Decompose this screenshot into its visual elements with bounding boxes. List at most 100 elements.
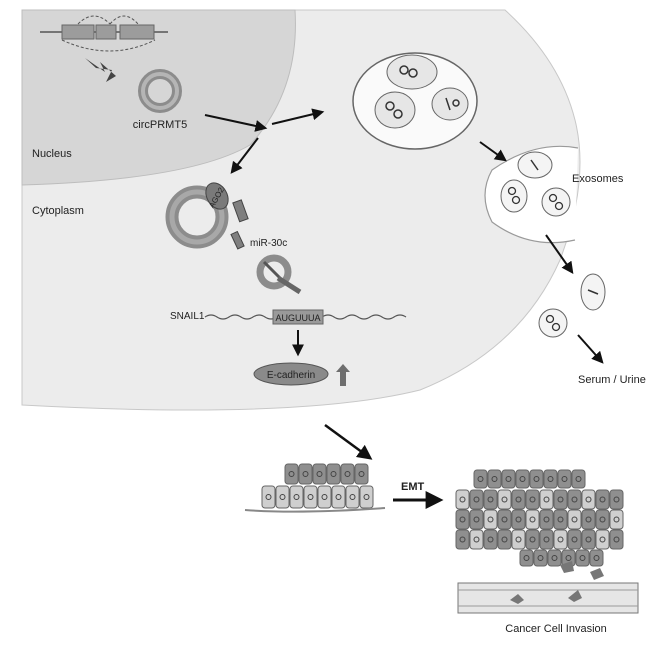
- cell-nucleus: [529, 536, 536, 543]
- tumor-cell: [609, 529, 624, 550]
- cell-nucleus: [330, 471, 337, 477]
- arrow-to-serum: [577, 334, 604, 364]
- cell-nucleus: [571, 516, 578, 523]
- cell-nucleus: [529, 496, 536, 503]
- mir-label: miR-30c: [250, 238, 287, 249]
- circ-ago2-complex: [165, 182, 249, 250]
- arrow-to-mvb: [271, 108, 325, 125]
- tumor-cell: [571, 469, 586, 489]
- up-arrow-icon: [336, 364, 350, 386]
- cell-nucleus: [547, 476, 554, 482]
- cell-nucleus: [487, 496, 494, 503]
- cell-nucleus: [575, 476, 582, 482]
- budding-notch: [484, 145, 579, 244]
- cell-nucleus: [543, 496, 550, 503]
- epithelial-cell: [340, 463, 355, 485]
- epithelial-cell: [317, 485, 332, 509]
- tumor-cell: [595, 489, 610, 510]
- tumor-cell: [455, 489, 470, 510]
- cell-nucleus: [551, 555, 558, 561]
- cell-nucleus: [459, 516, 466, 523]
- arrow-export: [204, 114, 268, 132]
- cell-nucleus: [363, 494, 370, 500]
- cell-nucleus: [491, 476, 498, 482]
- epithelial-cell: [345, 485, 360, 509]
- epithelial-cell: [354, 463, 369, 485]
- epithelial-cell: [298, 463, 313, 485]
- tumor-cell: [567, 509, 582, 530]
- arrow-to-tissue: [324, 423, 373, 460]
- cell-nucleus: [529, 516, 536, 523]
- invasive-epithelium: [455, 469, 624, 567]
- cell-nucleus: [358, 471, 365, 477]
- cell-nucleus: [288, 471, 295, 477]
- tumor-cell: [595, 509, 610, 530]
- blood-vessel: [457, 561, 639, 614]
- invading-cell: [533, 549, 548, 567]
- cell-nucleus: [579, 555, 586, 561]
- tumor-cell: [539, 509, 554, 530]
- tumor-cell: [557, 469, 572, 489]
- cell-nucleus: [519, 476, 526, 482]
- tumor-cell: [483, 509, 498, 530]
- multivesicular-body: [352, 52, 478, 150]
- arrow-to-circulation: [545, 234, 574, 274]
- cell-nucleus: [501, 496, 508, 503]
- tumor-cell: [595, 529, 610, 550]
- epithelial-cell: [331, 485, 346, 509]
- mirna-blocked-ring: [256, 254, 302, 295]
- tumor-cell: [553, 509, 568, 530]
- ecadherin-label: E-cadherin: [267, 370, 315, 381]
- tumor-cell: [581, 509, 596, 530]
- cell-nucleus: [316, 471, 323, 477]
- ecadherin-oval: [253, 362, 329, 386]
- tumor-cell: [487, 469, 502, 489]
- snail-label: SNAIL1: [170, 311, 205, 322]
- cell-nucleus: [533, 476, 540, 482]
- cell-nucleus: [585, 536, 592, 543]
- cell-nucleus: [613, 496, 620, 503]
- gene-schematic: [40, 15, 168, 52]
- tumor-cell: [501, 469, 516, 489]
- cell-nucleus: [487, 516, 494, 523]
- cell-nucleus: [501, 516, 508, 523]
- tumor-cell: [497, 489, 512, 510]
- tumor-cell: [469, 509, 484, 530]
- exosome-cluster: [500, 151, 571, 217]
- released-exosomes: [538, 273, 606, 338]
- tumor-cell: [581, 529, 596, 550]
- cell-nucleus: [543, 516, 550, 523]
- cell-nucleus: [487, 536, 494, 543]
- tumor-cell: [483, 489, 498, 510]
- cell-nucleus: [307, 494, 314, 500]
- tumor-cell: [553, 529, 568, 550]
- cell-nucleus: [571, 536, 578, 543]
- tumor-cell: [469, 489, 484, 510]
- arrow-mvb-to-membrane: [479, 141, 507, 162]
- tumor-cell: [497, 509, 512, 530]
- cell-nucleus: [585, 516, 592, 523]
- epithelial-cell: [261, 485, 276, 509]
- arrow-to-ago2: [230, 137, 259, 174]
- splicing-arrow: [85, 58, 116, 82]
- cell-nucleus: [561, 476, 568, 482]
- tumor-cell: [511, 489, 526, 510]
- tumor-cell: [581, 489, 596, 510]
- tumor-cell: [539, 529, 554, 550]
- cell-nucleus: [279, 494, 286, 500]
- epithelial-cell: [326, 463, 341, 485]
- cytoplasm-label: Cytoplasm: [32, 205, 84, 217]
- tumor-cell: [455, 509, 470, 530]
- cell-nucleus: [585, 496, 592, 503]
- tumor-cell: [473, 469, 488, 489]
- tumor-cell: [609, 509, 624, 530]
- cell-nucleus: [613, 536, 620, 543]
- tumor-cell: [525, 489, 540, 510]
- tumor-cell: [525, 529, 540, 550]
- cell-nucleus: [515, 516, 522, 523]
- basement-membrane: [244, 507, 386, 513]
- tumor-cell: [553, 489, 568, 510]
- cell-nucleus: [537, 555, 544, 561]
- cell-nucleus: [571, 496, 578, 503]
- cell-nucleus: [335, 494, 342, 500]
